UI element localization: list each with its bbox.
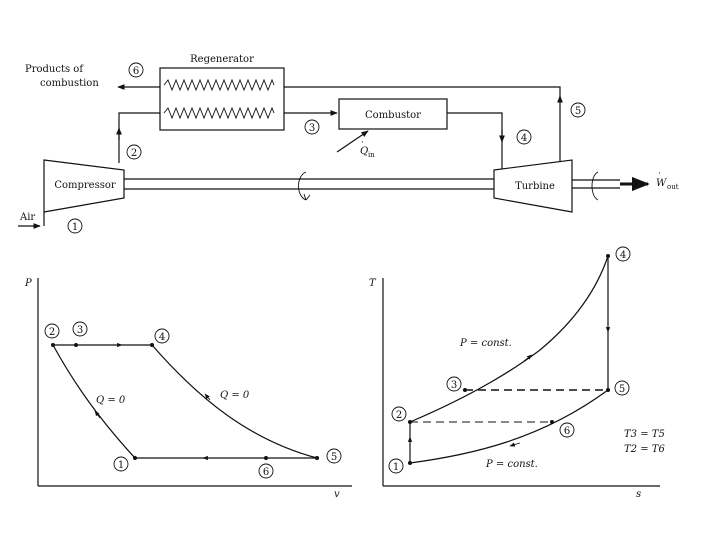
combustor: Combustor — [338, 98, 448, 130]
svg-text:5: 5 — [619, 384, 625, 395]
svg-text:1: 1 — [72, 222, 78, 233]
pv-state-3: 3 — [72, 321, 88, 337]
air-label: Air — [19, 212, 35, 223]
compressor-body — [43, 159, 125, 213]
svg-text:6: 6 — [263, 467, 269, 478]
turbine-label: Turbine — [515, 181, 555, 192]
schematic-state-5: 5 — [570, 102, 586, 118]
ts-state-1: 1 — [388, 458, 404, 474]
ts-process-2-4 — [409, 255, 609, 423]
turbine-exhaust-line — [284, 86, 561, 163]
pv-process-4-5 — [151, 344, 318, 459]
svg-text:4: 4 — [620, 250, 626, 261]
schematic-state-3: 3 — [304, 119, 320, 135]
svg-text:2: 2 — [131, 148, 137, 159]
heat-input-subscript: in — [368, 151, 375, 159]
regenerator-coil-lower — [163, 106, 275, 120]
schematic: Regenerator Products of combustion 6 5 2… — [18, 54, 679, 234]
products-label-line2: combustion — [40, 78, 99, 89]
schematic-state-4: 4 — [516, 129, 532, 145]
regenerator-box — [159, 67, 285, 131]
pv-process-1-2 — [52, 344, 136, 459]
pv-state-5: 5 — [326, 448, 342, 464]
pv-y-axis-label: P — [24, 278, 32, 289]
combustor-to-turbine-line — [447, 112, 503, 170]
heat-input-symbol: Q — [360, 146, 368, 157]
work-output-subscript: out — [667, 183, 679, 191]
svg-text:6: 6 — [564, 426, 570, 437]
shaft-rotation-arrowhead — [303, 193, 311, 201]
ts-state-3: 3 — [446, 376, 462, 392]
compressor-label: Compressor — [54, 180, 116, 191]
pv-diagram: P v 2 3 4 5 1 6 Q = 0 Q = 0 — [24, 278, 352, 500]
svg-text:3: 3 — [309, 123, 315, 134]
pv-x-axis-label: v — [334, 489, 340, 500]
ts-diagram: T s 4 3 5 2 6 1 P = const. P = const. T3… — [369, 246, 665, 500]
turbine: Turbine — [493, 159, 573, 213]
ts-state-4: 4 — [615, 246, 631, 262]
regenerator-label: Regenerator — [190, 54, 254, 65]
ts-p-const-lower: P = const. — [485, 459, 538, 470]
combustor-box — [338, 98, 448, 130]
svg-text:5: 5 — [575, 106, 581, 117]
ts-y-axis-label: T — [369, 278, 377, 289]
regenerator: Regenerator — [159, 54, 285, 131]
ts-x-axis-label: s — [636, 489, 641, 500]
svg-text:3: 3 — [451, 380, 457, 391]
ts-process-5-1 — [409, 389, 609, 464]
turbine-body — [493, 159, 573, 213]
output-shaft — [572, 171, 650, 201]
svg-text:4: 4 — [521, 133, 527, 144]
shaft-rotation-icon — [298, 171, 307, 201]
svg-text:2: 2 — [396, 410, 402, 421]
ts-relation-1: T3 = T5 — [624, 429, 665, 440]
shaft — [124, 171, 496, 201]
pv-q-zero-label-2: Q = 0 — [220, 390, 250, 401]
schematic-state-2: 2 — [126, 144, 142, 160]
pv-state-2: 2 — [44, 323, 60, 339]
work-output-dot: · — [658, 169, 661, 179]
ts-state-2: 2 — [391, 406, 407, 422]
pv-state-4: 4 — [154, 328, 170, 344]
svg-text:1: 1 — [118, 460, 124, 471]
svg-text:5: 5 — [331, 452, 337, 463]
heat-input-arrow — [336, 130, 369, 153]
work-output-symbol: W — [656, 178, 667, 189]
heat-input-dot: · — [361, 138, 364, 148]
schematic-state-6: 6 — [128, 62, 144, 78]
svg-text:2: 2 — [49, 327, 55, 338]
pv-state-6: 6 — [258, 463, 274, 479]
ts-relation-2: T2 = T6 — [624, 444, 665, 455]
combustor-label: Combustor — [365, 110, 421, 121]
schematic-state-1: 1 — [67, 218, 83, 234]
compressor-outlet-line — [118, 112, 160, 163]
ts-state-5: 5 — [614, 380, 630, 396]
svg-text:6: 6 — [133, 66, 139, 77]
products-label-line1: Products of — [25, 64, 84, 75]
compressor: Compressor — [43, 159, 125, 213]
ts-state-6: 6 — [559, 422, 575, 438]
svg-text:3: 3 — [77, 325, 83, 336]
regenerator-coil-upper — [163, 78, 275, 92]
ts-p-const-upper: P = const. — [459, 338, 512, 349]
output-rotation-icon — [591, 171, 599, 201]
svg-text:1: 1 — [393, 462, 399, 473]
pv-q-zero-label-1: Q = 0 — [96, 395, 126, 406]
svg-text:4: 4 — [159, 332, 165, 343]
pv-state-1: 1 — [113, 456, 129, 472]
